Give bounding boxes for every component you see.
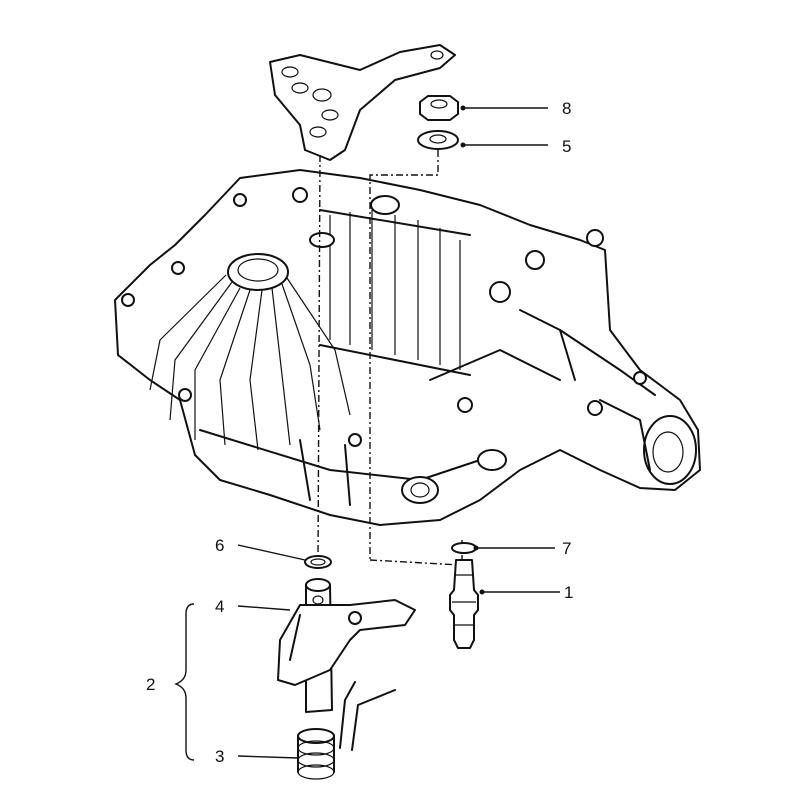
callout-3: 3: [215, 747, 224, 766]
coil-spring-part: [297, 728, 335, 780]
callout-5: 5: [562, 137, 571, 156]
o-ring-part: [451, 542, 477, 554]
callout-1: 1: [564, 583, 573, 602]
spring-arm-part: [339, 681, 396, 751]
callout-8: 8: [562, 99, 571, 118]
control-shaft-part: [277, 578, 416, 713]
nut-part: [419, 95, 459, 121]
callout-2: 2: [146, 675, 155, 694]
washer-part: [417, 130, 459, 150]
valve-part: [449, 559, 479, 649]
leader-arrowheads: [460, 105, 485, 595]
callout-4: 4: [215, 597, 224, 616]
transaxle-housing: [114, 169, 701, 526]
callout-7: 7: [562, 539, 571, 558]
leader-lines: [174, 107, 560, 761]
callout-6: 6: [215, 536, 224, 555]
snap-ring-part: [304, 555, 332, 569]
control-arm-plate: [269, 44, 456, 161]
